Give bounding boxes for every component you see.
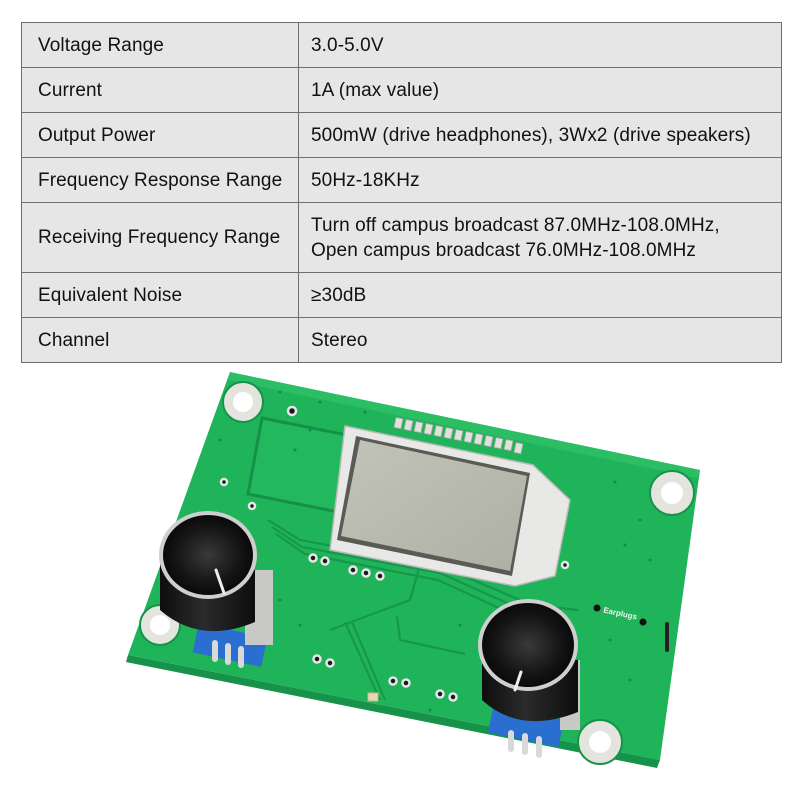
pcb-vias: [219, 405, 570, 702]
spec-value: Turn off campus broadcast 87.0MHz-108.0M…: [298, 202, 782, 273]
smd-led: [367, 692, 379, 702]
spec-value-line: Open campus broadcast 76.0MHz-108.0MHz: [311, 239, 697, 261]
volume-knob-left: [159, 511, 273, 668]
spec-value: Stereo: [298, 317, 782, 363]
spec-value: 1A (max value): [298, 67, 782, 113]
audio-jack: [665, 622, 669, 652]
spec-label: Equivalent Noise: [21, 272, 299, 318]
spec-label: Voltage Range: [21, 22, 299, 68]
product-photo-fm-radio-module: Earplugs: [126, 372, 700, 768]
spec-label: Receiving Frequency Range: [21, 202, 299, 273]
spec-label: Channel: [21, 317, 299, 363]
spec-label: Output Power: [21, 112, 299, 158]
table-row: Equivalent Noise ≥30dB: [21, 272, 782, 318]
table-row: Channel Stereo: [21, 317, 782, 363]
spec-table: Voltage Range 3.0-5.0V Current 1A (max v…: [21, 22, 782, 363]
spec-value: 3.0-5.0V: [298, 22, 782, 68]
table-row: Current 1A (max value): [21, 67, 782, 113]
spec-value-line: Turn off campus broadcast 87.0MHz-108.0M…: [311, 214, 720, 236]
spec-label: Current: [21, 67, 299, 113]
table-row: Output Power 500mW (drive headphones), 3…: [21, 112, 782, 158]
table-row: Voltage Range 3.0-5.0V: [21, 22, 782, 68]
pcb-traces: [267, 519, 579, 701]
spec-label: Frequency Response Range: [21, 157, 299, 203]
tuning-knob-right: [478, 599, 580, 758]
lcd-display: [329, 417, 571, 587]
table-row: Receiving Frequency Range Turn off campu…: [21, 202, 782, 273]
spec-value: 50Hz-18KHz: [298, 157, 782, 203]
table-row: Frequency Response Range 50Hz-18KHz: [21, 157, 782, 203]
spec-value: 500mW (drive headphones), 3Wx2 (drive sp…: [298, 112, 782, 158]
spec-value: ≥30dB: [298, 272, 782, 318]
